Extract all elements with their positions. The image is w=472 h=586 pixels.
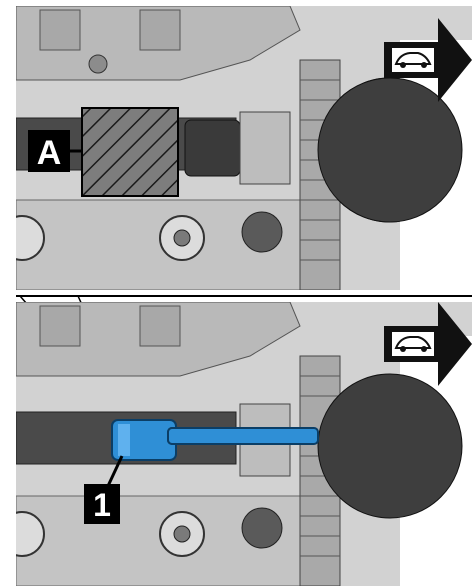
top-sensor-boss bbox=[241, 211, 283, 253]
top-hatched-region bbox=[81, 107, 179, 197]
top-cover-boss-2 bbox=[139, 9, 181, 51]
bottom-cover-boss-2 bbox=[139, 305, 181, 347]
top-spark-plug-bolt bbox=[173, 229, 191, 247]
top-cover-boss-1 bbox=[39, 9, 81, 51]
top-callout-box bbox=[28, 130, 70, 172]
bottom-sensor-boss bbox=[241, 507, 283, 549]
top-direction-arrow bbox=[384, 18, 472, 102]
bottom-callout-label: 1 bbox=[93, 487, 111, 523]
top-panel: A bbox=[16, 6, 472, 290]
top-bolt-upper bbox=[88, 54, 108, 74]
bottom-camshaft-sprocket bbox=[317, 373, 463, 519]
top-camshaft-journal bbox=[184, 119, 241, 177]
bottom-panel: 1 bbox=[16, 302, 472, 586]
top-bearing-cap bbox=[239, 111, 291, 185]
bottom-car-icon bbox=[394, 336, 432, 349]
top-left-well bbox=[16, 215, 45, 261]
bottom-direction-arrow bbox=[384, 302, 472, 386]
bottom-callout-leader bbox=[106, 455, 124, 487]
top-car-icon bbox=[394, 52, 432, 65]
bottom-cover-boss-1 bbox=[39, 305, 81, 347]
bottom-callout-box bbox=[84, 484, 120, 524]
top-callout-label: A bbox=[37, 134, 62, 172]
